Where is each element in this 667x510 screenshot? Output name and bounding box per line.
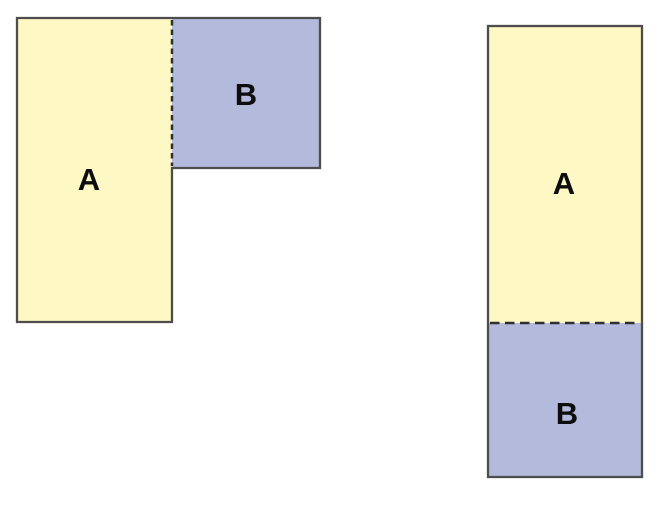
label-b-right: B — [556, 396, 578, 431]
label-a-right: A — [553, 166, 575, 201]
region-b-right — [488, 323, 642, 477]
figure-left-l-shape: A B — [15, 16, 322, 324]
figure-right-stacked: A B — [486, 24, 644, 479]
region-a-left — [17, 18, 172, 322]
region-a-right — [488, 26, 642, 323]
label-a-left: A — [78, 162, 100, 197]
label-b-left: B — [235, 77, 257, 112]
region-b-left — [172, 18, 320, 168]
stacked-outline — [486, 24, 644, 479]
l-shape-outline — [15, 16, 322, 324]
